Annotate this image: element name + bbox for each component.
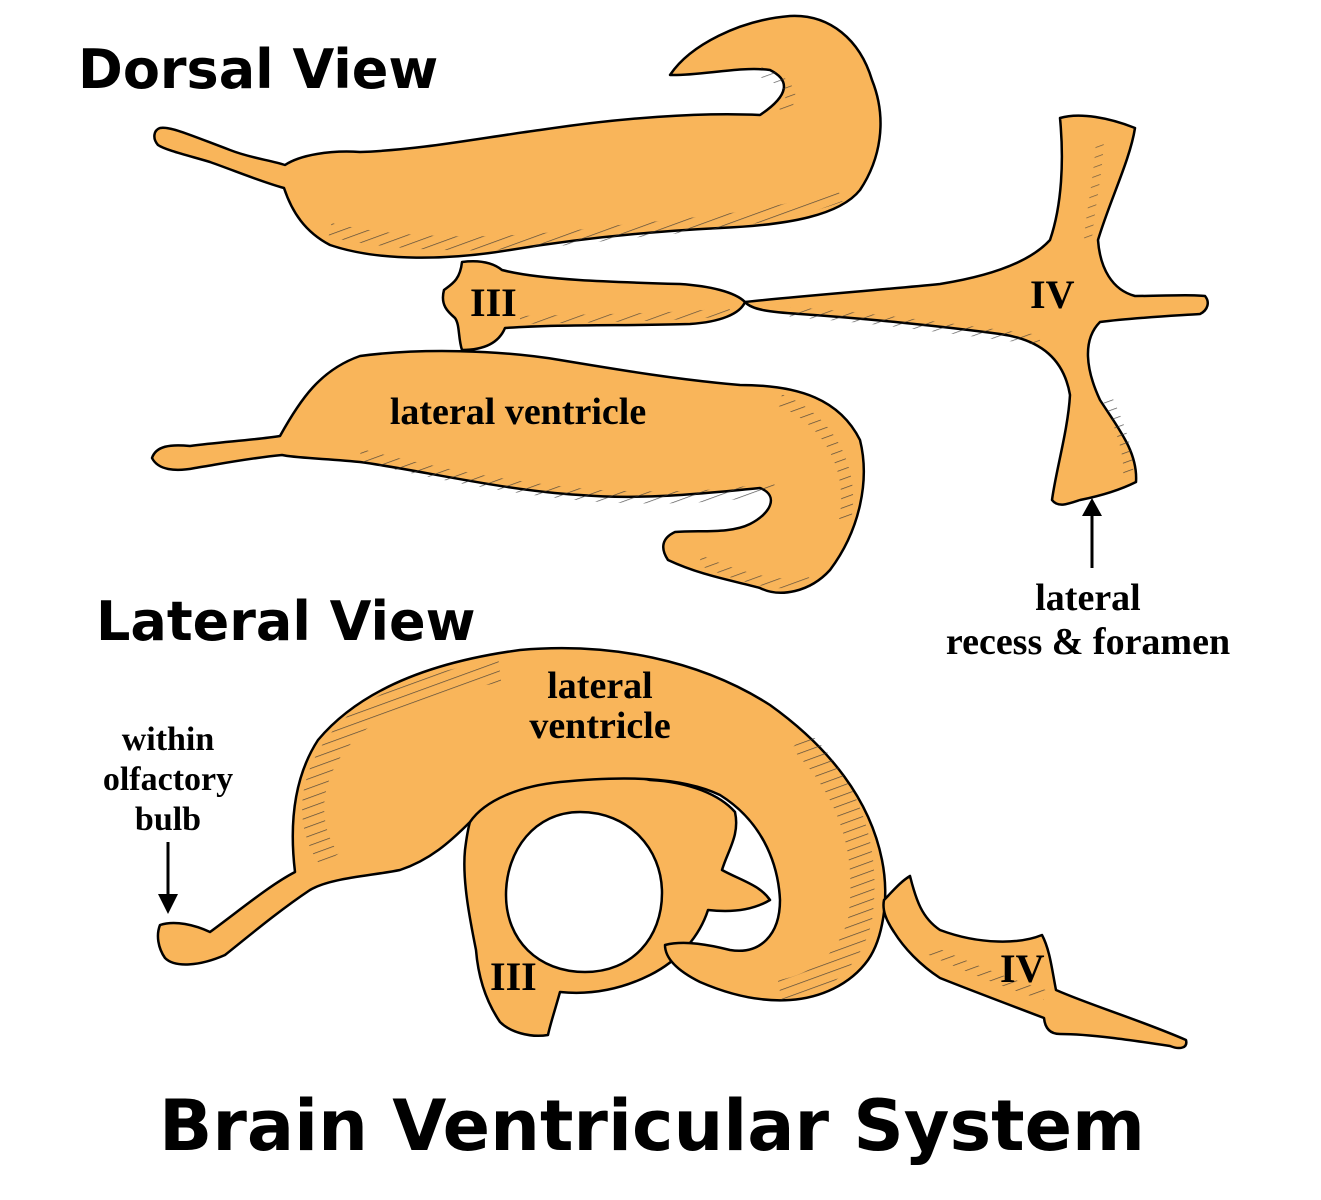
lateral-recess-arrow xyxy=(1082,498,1102,568)
dorsal-third-ventricle xyxy=(441,260,747,352)
lateral-ventricle-label-line2: ventricle xyxy=(529,705,670,747)
dorsal-lower-lateral-ventricle xyxy=(150,349,865,594)
dorsal-fourth-ventricle xyxy=(743,114,1209,506)
olfactory-bulb-arrow xyxy=(158,842,178,914)
dorsal-upper-lateral-ventricle xyxy=(153,14,882,259)
lateral-c-shaped-lateral-ventricle xyxy=(156,646,887,1004)
lateral-third-ventricle xyxy=(463,771,772,1037)
dorsal-fourth-ventricle-label: IV xyxy=(1030,272,1075,317)
lateral-third-ventricle-label: III xyxy=(490,954,537,999)
lateral-recess-label-line2: recess & foramen xyxy=(946,621,1230,663)
lateral-recess-label-line1: lateral xyxy=(1035,577,1141,619)
dorsal-view-heading: Dorsal View xyxy=(78,38,438,101)
olfactory-label-line3: bulb xyxy=(135,801,201,838)
dorsal-lateral-ventricle-label: lateral ventricle xyxy=(390,391,646,433)
lateral-ventricle-label-line1: lateral xyxy=(547,665,653,707)
diagram-title: Brain Ventricular System xyxy=(159,1085,1145,1167)
lateral-fourth-ventricle-label: IV xyxy=(1000,946,1045,991)
olfactory-label-line2: olfactory xyxy=(103,761,233,798)
lateral-fourth-ventricle xyxy=(882,874,1188,1050)
lateral-view-heading: Lateral View xyxy=(96,590,476,653)
olfactory-label-line1: within xyxy=(122,721,215,758)
dorsal-third-ventricle-label: III xyxy=(470,280,517,325)
